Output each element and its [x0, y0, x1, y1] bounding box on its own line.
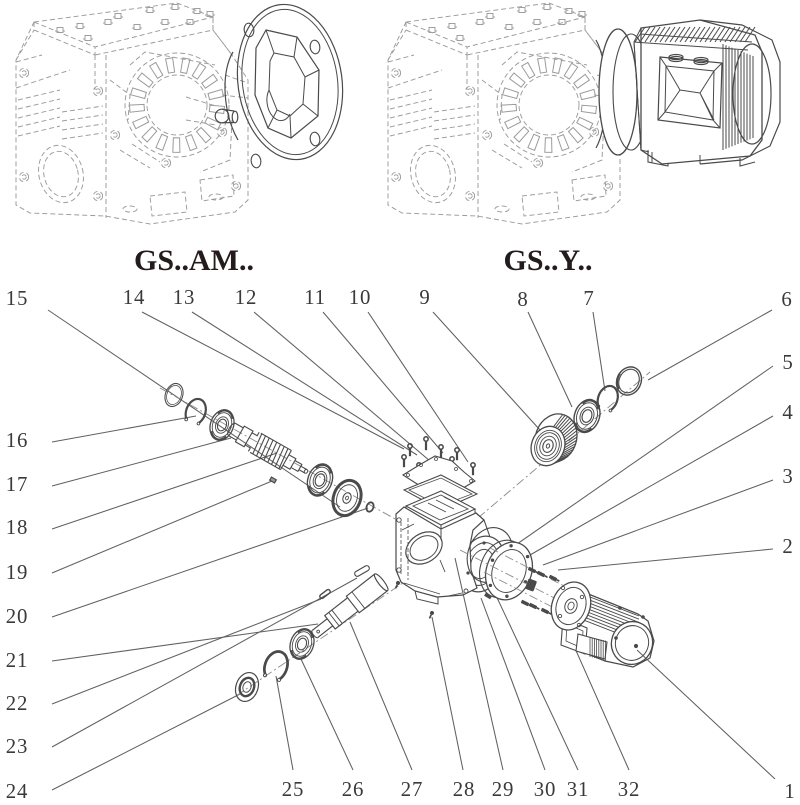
svg-text:4: 4 — [782, 401, 793, 424]
svg-text:9: 9 — [419, 286, 430, 309]
svg-text:25: 25 — [282, 778, 304, 800]
svg-text:7: 7 — [583, 287, 594, 310]
svg-text:30: 30 — [534, 778, 556, 800]
svg-text:26: 26 — [342, 778, 364, 800]
svg-text:17: 17 — [6, 473, 28, 496]
svg-text:6: 6 — [781, 288, 792, 311]
svg-text:3: 3 — [782, 465, 793, 488]
svg-text:15: 15 — [6, 287, 28, 310]
svg-text:18: 18 — [6, 516, 28, 539]
svg-text:31: 31 — [567, 778, 589, 800]
svg-text:32: 32 — [618, 778, 640, 800]
svg-text:19: 19 — [6, 561, 28, 584]
svg-text:29: 29 — [492, 778, 514, 800]
svg-text:1: 1 — [784, 780, 795, 800]
svg-text:20: 20 — [6, 605, 28, 628]
svg-text:24: 24 — [6, 780, 28, 800]
svg-text:11: 11 — [304, 286, 326, 309]
svg-text:23: 23 — [6, 735, 28, 758]
svg-text:28: 28 — [453, 778, 475, 800]
svg-text:21: 21 — [6, 649, 28, 672]
svg-text:22: 22 — [6, 692, 28, 715]
svg-text:8: 8 — [517, 288, 528, 311]
svg-text:27: 27 — [401, 778, 423, 800]
svg-text:13: 13 — [173, 286, 195, 309]
svg-text:2: 2 — [782, 535, 793, 558]
svg-text:GS..Y..: GS..Y.. — [504, 244, 593, 277]
svg-text:GS..AM..: GS..AM.. — [134, 244, 254, 277]
svg-text:5: 5 — [782, 351, 793, 374]
svg-text:10: 10 — [349, 286, 371, 309]
svg-text:14: 14 — [123, 286, 145, 309]
svg-text:16: 16 — [6, 429, 28, 452]
svg-text:12: 12 — [235, 286, 257, 309]
